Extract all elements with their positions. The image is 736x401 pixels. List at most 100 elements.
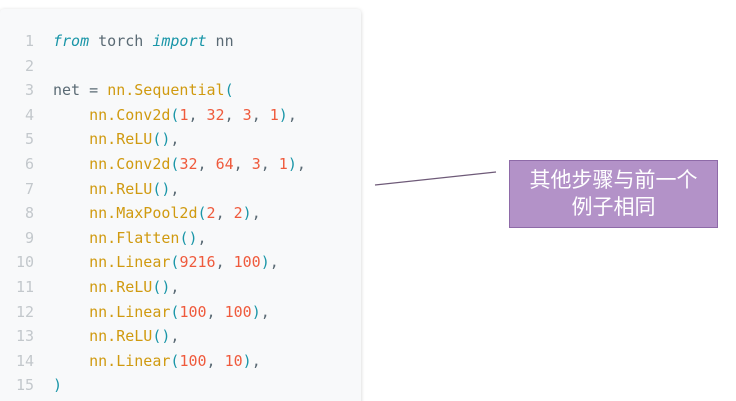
code-token: , bbox=[197, 154, 216, 173]
code-token: , bbox=[287, 105, 297, 124]
code-token: , bbox=[260, 302, 270, 321]
code-token: , bbox=[197, 228, 207, 247]
code-line: 8 nn.MaxPool2d(2, 2), bbox=[0, 201, 361, 226]
code-token: 64 bbox=[215, 154, 234, 173]
code-token: () bbox=[152, 277, 171, 296]
code-token bbox=[53, 204, 89, 222]
code-token: import bbox=[152, 32, 207, 50]
code-token: 100 bbox=[179, 302, 207, 321]
note-line-1: 其他步骤与前一个 bbox=[529, 168, 698, 192]
code-token: , bbox=[206, 351, 225, 370]
code-token bbox=[53, 303, 89, 321]
code-token: ( bbox=[224, 81, 234, 100]
code-token: 32 bbox=[179, 154, 198, 173]
code-token: ( bbox=[170, 253, 180, 272]
code-token bbox=[53, 155, 89, 173]
code-token: nn.ReLU bbox=[89, 327, 153, 346]
code-token: nn.Conv2d bbox=[89, 154, 171, 173]
code-token bbox=[53, 352, 89, 370]
code-token: nn.Flatten bbox=[89, 228, 180, 247]
code-token: ) bbox=[53, 376, 63, 395]
code-token: ) bbox=[242, 351, 252, 370]
code-token bbox=[53, 106, 89, 124]
code-line: 5 nn.ReLU(), bbox=[0, 127, 361, 152]
code-token: , bbox=[170, 179, 180, 198]
code-token bbox=[53, 327, 89, 345]
code-line: 7 nn.ReLU(), bbox=[0, 177, 361, 202]
line-number: 10 bbox=[15, 253, 34, 272]
note-line-2: 例子相同 bbox=[571, 195, 656, 219]
line-number: 4 bbox=[24, 105, 34, 124]
line-number: 7 bbox=[24, 179, 34, 198]
line-number: 3 bbox=[24, 81, 34, 100]
line-number: 1 bbox=[24, 32, 34, 50]
code-token: 1 bbox=[179, 105, 189, 124]
line-number: 14 bbox=[15, 351, 34, 370]
code-token: ( bbox=[170, 105, 180, 124]
code-line: 6 nn.Conv2d(32, 64, 3, 1), bbox=[0, 152, 361, 177]
code-token: 3 bbox=[242, 105, 252, 124]
line-number: 12 bbox=[15, 302, 34, 321]
code-token: 100 bbox=[224, 302, 252, 321]
code-token: nn.Linear bbox=[89, 302, 171, 321]
code-token: 2 bbox=[206, 204, 216, 223]
code-token: , bbox=[170, 327, 180, 346]
code-token: 1 bbox=[269, 105, 279, 124]
code-token: nn.Linear bbox=[89, 351, 171, 370]
code-token: , bbox=[296, 154, 306, 173]
code-token: net = bbox=[53, 81, 108, 100]
code-line: 15) bbox=[0, 373, 361, 398]
line-number: 15 bbox=[15, 376, 34, 395]
code-token bbox=[53, 229, 89, 247]
code-token: ) bbox=[287, 154, 297, 173]
code-token: , bbox=[215, 204, 234, 223]
line-number: 6 bbox=[24, 154, 34, 173]
code-token: , bbox=[251, 204, 261, 223]
code-token: ) bbox=[278, 105, 288, 124]
code-token: , bbox=[206, 302, 225, 321]
code-token: , bbox=[170, 277, 180, 296]
code-token bbox=[53, 180, 89, 198]
code-token: nn.ReLU bbox=[89, 277, 153, 296]
code-token: nn.Linear bbox=[89, 253, 171, 272]
code-token: , bbox=[260, 154, 279, 173]
code-token: , bbox=[188, 105, 207, 124]
code-token: from bbox=[53, 32, 90, 50]
code-line: 9 nn.Flatten(), bbox=[0, 226, 361, 251]
code-line: 13 nn.ReLU(), bbox=[0, 324, 361, 349]
code-line: 2 bbox=[0, 54, 361, 79]
code-token: , bbox=[251, 105, 270, 124]
code-token: 32 bbox=[206, 105, 225, 124]
code-token: () bbox=[152, 327, 171, 346]
code-token: ( bbox=[170, 302, 180, 321]
code-token: 10 bbox=[224, 351, 243, 370]
line-number: 13 bbox=[15, 327, 34, 346]
code-token: ) bbox=[251, 302, 261, 321]
code-token: , bbox=[224, 105, 243, 124]
code-line: 14 nn.Linear(100, 10), bbox=[0, 349, 361, 374]
code-token: 100 bbox=[179, 351, 207, 370]
line-number: 8 bbox=[24, 204, 34, 223]
line-number: 9 bbox=[24, 228, 34, 247]
code-token: , bbox=[251, 351, 261, 370]
code-token: ) bbox=[242, 204, 252, 223]
code-line: 4 nn.Conv2d(1, 32, 3, 1), bbox=[0, 103, 361, 128]
code-token: nn.ReLU bbox=[89, 130, 153, 149]
code-token: , bbox=[269, 253, 279, 272]
code-line: 10 nn.Linear(9216, 100), bbox=[0, 250, 361, 275]
code-token: 1 bbox=[278, 154, 288, 173]
code-token: nn bbox=[206, 32, 234, 50]
code-token bbox=[53, 253, 89, 271]
code-token: nn.ReLU bbox=[89, 179, 153, 198]
code-token: ) bbox=[260, 253, 270, 272]
code-token: () bbox=[152, 179, 171, 198]
code-token: () bbox=[152, 130, 171, 149]
code-token bbox=[53, 278, 89, 296]
code-token: 9216 bbox=[179, 253, 216, 272]
code-token: ( bbox=[197, 204, 207, 223]
code-token: ( bbox=[170, 154, 180, 173]
